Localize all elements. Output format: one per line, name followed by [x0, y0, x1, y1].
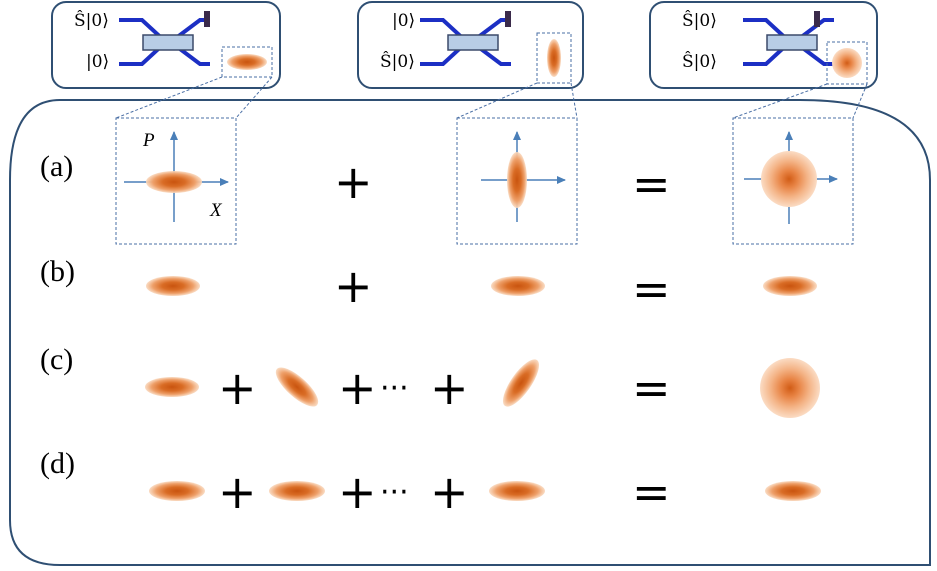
- squeezed-state: [763, 276, 817, 296]
- x-axis-label: X: [209, 200, 223, 221]
- squeezed-state: [489, 481, 545, 501]
- plus-sign: +: [338, 465, 377, 519]
- squeezed-state: [491, 276, 545, 296]
- plus-sign: +: [218, 361, 257, 415]
- equals-sign: =: [632, 262, 671, 316]
- squeezed-state: [269, 481, 325, 501]
- panel-2-state: [547, 39, 561, 77]
- equals-sign: =: [632, 361, 671, 415]
- mixed-state: [760, 358, 820, 418]
- panel-3-top-input: Ŝ|0⟩: [682, 10, 717, 31]
- ellipsis: ···: [380, 371, 409, 406]
- zoom-frame: [115, 117, 237, 245]
- panel-1-zoom-box: [221, 46, 273, 78]
- phase-space-2: [456, 117, 578, 245]
- panel-2-top-input: |0⟩: [392, 11, 415, 31]
- squeezed-state-rotated: [502, 359, 540, 407]
- row-label-c: (c): [40, 343, 73, 376]
- panel-1-top-input: Ŝ|0⟩: [74, 10, 109, 31]
- panel-1-state: [227, 54, 267, 70]
- panel-3-zoom-box: [826, 41, 868, 85]
- panel-1-bottom-input: |0⟩: [86, 52, 109, 72]
- plus-sign: +: [334, 259, 373, 313]
- zoom-frame: [732, 117, 854, 245]
- equals-sign: =: [632, 157, 671, 211]
- plus-sign: +: [218, 465, 257, 519]
- beamsplitter-icon: [420, 11, 511, 66]
- p-axis-label: P: [142, 130, 155, 151]
- beamsplitter-icon: [119, 11, 210, 66]
- squeezed-state-x: [146, 171, 202, 193]
- panel-3-state: [832, 48, 862, 78]
- equals-sign: =: [632, 465, 671, 519]
- panel-2-bottom-input: Ŝ|0⟩: [380, 51, 415, 72]
- squeezed-state: [145, 377, 199, 397]
- panel-2-zoom-box: [536, 32, 572, 84]
- plus-sign: +: [338, 361, 377, 415]
- zoom-frame: [456, 117, 578, 245]
- main-frame: [9, 99, 931, 566]
- plus-sign: +: [430, 361, 469, 415]
- mixed-state: [761, 151, 817, 207]
- row-label-d: (d): [40, 447, 75, 480]
- squeezed-state-p: [507, 152, 527, 208]
- panel-3-bottom-input: Ŝ|0⟩: [682, 51, 717, 72]
- plus-sign: +: [430, 465, 469, 519]
- panel-2: |0⟩ Ŝ|0⟩: [357, 1, 584, 89]
- panel-1: Ŝ|0⟩ |0⟩: [51, 1, 281, 89]
- row-label-b: (b): [40, 255, 75, 288]
- squeezed-state: [149, 481, 205, 501]
- phase-space-3: [732, 117, 854, 245]
- ellipsis: ···: [380, 475, 409, 510]
- squeezed-state: [146, 276, 200, 296]
- squeezed-state: [765, 481, 821, 501]
- phase-space-1: P X: [115, 117, 237, 245]
- plus-sign: +: [334, 155, 373, 209]
- row-label-a: (a): [40, 150, 73, 183]
- panel-3: Ŝ|0⟩ Ŝ|0⟩: [649, 1, 878, 89]
- zoom-connectors: [115, 76, 868, 119]
- squeezed-state-rotated: [275, 367, 319, 407]
